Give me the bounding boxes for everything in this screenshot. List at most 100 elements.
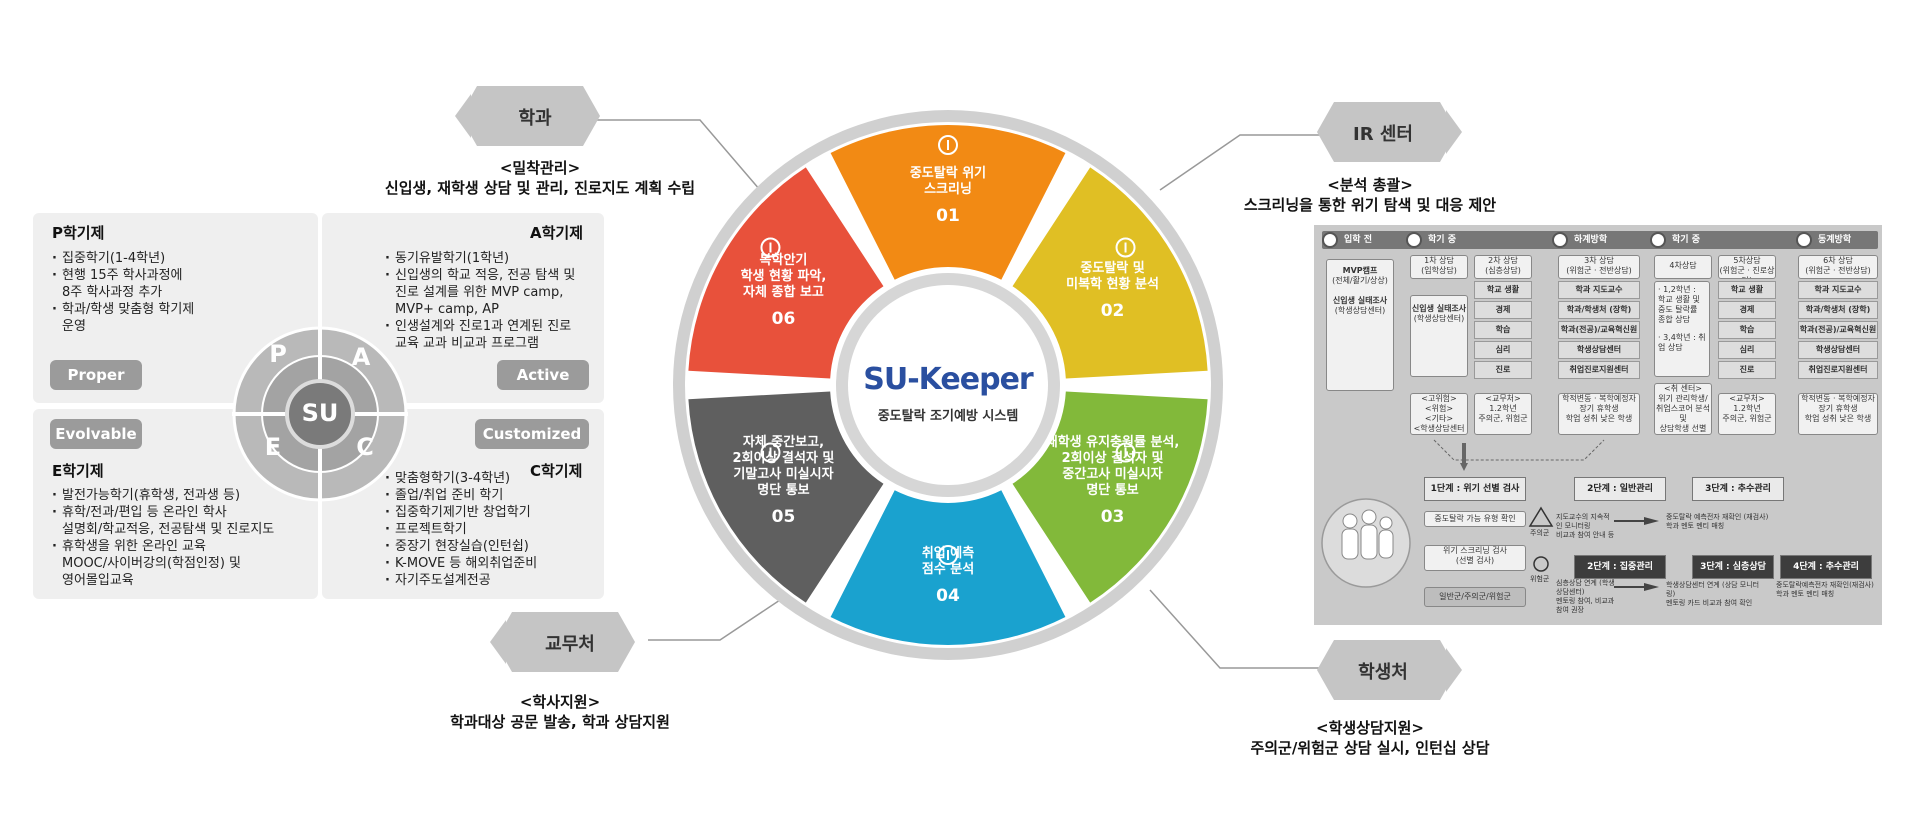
stage-3-follow: 3단계 : 추수관리 bbox=[1692, 477, 1784, 501]
wheel-segment-text: 2회이상 결석자 및 bbox=[1062, 450, 1164, 466]
counsel-5-box: 5차상담 (위험군 · 진로상담) bbox=[1718, 255, 1776, 279]
list-item: 졸업/취업 준비 학기 bbox=[385, 487, 600, 504]
mvp-camp-sub: (전체/활기/상상) bbox=[1332, 276, 1388, 285]
wheel-segment-06 bbox=[688, 167, 884, 379]
counsel-1-sub: (입학상담) bbox=[1421, 266, 1457, 275]
desc-center-link: 학생상담센터 연계 (상담 모니터링) 멘토링 카드 비교과 참여 확인 bbox=[1666, 581, 1760, 607]
note-grade-12: · 1,2학년 : 학교 생활 및 중도 탈락률 종합 상담 · 3,4학년 :… bbox=[1654, 281, 1710, 377]
item-psychology-2: 심리 bbox=[1718, 341, 1776, 359]
active-badge: Active bbox=[497, 360, 589, 390]
note-academic-office-2: <교무처> 1.2학년 주의군, 위험군 bbox=[1718, 393, 1776, 435]
phone-icon bbox=[760, 237, 781, 258]
list-item: 동기유발학기(1학년) bbox=[385, 250, 600, 267]
dept-caption-title: <밀착관리> bbox=[499, 159, 581, 177]
pace-letter-p: P bbox=[269, 340, 287, 368]
stage-3-deep: 3단계 : 심층상담 bbox=[1692, 555, 1774, 579]
note-return-students-2: 학적변동 · 복학예정자 장기 휴학생 학업 성취 낮은 학생 bbox=[1798, 393, 1878, 435]
counsel-5-label: 5차상담 bbox=[1733, 256, 1761, 265]
row-groups: 일반군/주의군/위험군 bbox=[1424, 587, 1526, 607]
item-career-center-2: 취업진로지원센터 bbox=[1798, 361, 1878, 379]
stage-1-screening: 1단계 : 위기 선별 검사 bbox=[1424, 477, 1526, 501]
note-risk-groups: <고위험> <위험> <기타> <학생상담센터> bbox=[1410, 393, 1468, 435]
flow-dot bbox=[1552, 232, 1568, 248]
wheel-segment-number: 05 bbox=[772, 507, 796, 527]
counsel-6-box: 6차 상담 (위험군 · 전반상담) bbox=[1798, 255, 1878, 279]
item-advisor-2: 학과 지도교수 bbox=[1798, 281, 1878, 299]
ir-caption: <분석 총괄> 스크리닝을 통한 위기 탐색 및 대응 제안 bbox=[1200, 175, 1540, 215]
list-item: K-MOVE 등 해외취업준비 bbox=[385, 555, 600, 572]
wheel-segment-text: 자체 중간보고, bbox=[743, 434, 824, 450]
wheel-segment-text: 취업 예측 bbox=[922, 545, 974, 561]
a-semester-list: 동기유발학기(1학년) 신입생의 학교 적응, 전공 탐색 및 진로 설계를 위… bbox=[385, 250, 600, 352]
item-counseling-center-2: 학생상담센터 bbox=[1798, 341, 1878, 359]
evolvable-badge: Evolvable bbox=[50, 419, 142, 449]
student-caption-title: <학생상담지원> bbox=[1316, 719, 1424, 737]
wheel-segment-text: 중도탈락 위기 bbox=[910, 166, 986, 181]
note-grade-34-text: · 3,4학년 : 취업 상담 bbox=[1658, 333, 1706, 352]
counsel-4-box: 4차상담 bbox=[1654, 255, 1712, 279]
counsel-4-label: 4차상담 bbox=[1669, 261, 1697, 270]
desc-retest: 중도탈락 예측전자 재확인 (재검사) 학과 멘토 멘티 매칭 bbox=[1666, 513, 1769, 530]
e-semester-list: 발전가능학기(휴학생, 전과생 등) 휴학/전과/편입 등 온라인 학사 설명회… bbox=[52, 487, 312, 589]
target-icon bbox=[1115, 237, 1136, 258]
wheel-segment-number: 03 bbox=[1101, 507, 1125, 527]
stage-2-intensive: 2단계 : 집중관리 bbox=[1574, 555, 1666, 579]
a-semester-title: A학기제 bbox=[530, 224, 584, 242]
wheel-segment-number: 06 bbox=[772, 309, 796, 329]
counsel-1-box: 1차 상담 (입학상담) bbox=[1410, 255, 1468, 279]
item-scholarship: 학과/학생처 (장학) bbox=[1558, 301, 1640, 319]
pace-letter-e: E bbox=[264, 433, 282, 461]
row-dropout-type: 중도탈락 가능 유형 확인 bbox=[1424, 511, 1526, 527]
desc-deep-counsel: 심층상담 연계 (학생상담센터) 멘토링 참여, 비교과 참여 권장 bbox=[1556, 579, 1615, 614]
su-keeper-subtitle: 중도탈락 조기예방 시스템 bbox=[877, 409, 1019, 424]
counsel-5-sub: (위험군 · 진로상담) bbox=[1719, 266, 1775, 278]
pace-center-label: SU bbox=[301, 399, 339, 427]
list-item: 휴학생을 위한 온라인 교육 MOOC/사이버강의(학점인정) 및 영어몰입교육 bbox=[52, 538, 312, 589]
list-item: 신입생의 학교 적응, 전공 탐색 및 진로 설계를 위한 MVP camp, … bbox=[385, 267, 600, 318]
flow-header-semester1: 학기 중 bbox=[1406, 231, 1566, 249]
wheel-segment-text: 명단 통보 bbox=[757, 482, 809, 498]
wheel-segment-03 bbox=[1012, 391, 1208, 603]
item-counseling-center: 학생상담센터 bbox=[1558, 341, 1640, 359]
item-study: 학습 bbox=[1474, 321, 1532, 339]
desc-advisor-monitoring: 지도교수의 지속적인 모니터링 비교과 참여 안내 등 bbox=[1556, 513, 1615, 539]
academic-tag-label: 교무처 bbox=[545, 634, 595, 655]
wheel-segment-02 bbox=[1012, 167, 1208, 379]
dept-caption: <밀착관리> 신입생, 재학생 상담 및 관리, 진로지도 계획 수립 bbox=[370, 158, 710, 198]
item-career-2: 진로 bbox=[1718, 361, 1776, 379]
list-item: 자기주도설계전공 bbox=[385, 572, 600, 589]
wheel-segment-01 bbox=[830, 124, 1066, 280]
academic-caption-title: <학사지원> bbox=[519, 693, 601, 711]
student-tag bbox=[1317, 640, 1462, 700]
wheel-segment-text: 점수 분석 bbox=[922, 562, 974, 577]
counsel-2-label: 2차 상담 bbox=[1488, 256, 1518, 265]
note-career-center: <취 센터> 위기 관리학생/ 취업스코어 분석 및 상담학생 선별 bbox=[1654, 383, 1712, 435]
su-keeper-title: SU-Keeper bbox=[863, 362, 1033, 397]
student-tag-label: 학생처 bbox=[1358, 662, 1408, 683]
wheel-segment-text: 복학안기 bbox=[760, 252, 808, 268]
wheel-segment-number: 01 bbox=[936, 206, 960, 226]
list-item: 중장기 현장실습(인턴쉽) bbox=[385, 538, 600, 555]
dept-tag bbox=[455, 86, 600, 146]
item-career-center: 취업진로지원센터 bbox=[1558, 361, 1640, 379]
bulb-icon bbox=[938, 545, 958, 565]
academic-tag bbox=[490, 612, 635, 672]
stage-2-general: 2단계 : 일반관리 bbox=[1574, 477, 1666, 501]
ir-tag-label: IR 센터 bbox=[1353, 124, 1413, 145]
flow-header-summer: 하계방학 bbox=[1552, 231, 1664, 249]
wheel-segment-text: 명단 통보 bbox=[1086, 482, 1138, 498]
item-school-life-2: 학교 생활 bbox=[1718, 281, 1776, 299]
list-item: 발전가능학기(휴학생, 전과생 등) bbox=[52, 487, 312, 504]
flow-dot bbox=[1796, 232, 1812, 248]
flow-header-pre: 입학 전 bbox=[1322, 231, 1414, 249]
new-student-survey: 신입생 실태조사 bbox=[1332, 296, 1388, 305]
note-academic-office: <교무처> 1.2학년 주의군, 위험군 bbox=[1474, 393, 1532, 435]
item-psychology: 심리 bbox=[1474, 341, 1532, 359]
survey-box: 신입생 실태조사 (학생상담센터) bbox=[1410, 295, 1468, 377]
note-return-students: 학적변동 · 복학예정자 장기 휴학생 학업 성취 낮은 학생 bbox=[1558, 393, 1640, 435]
academic-caption: <학사지원> 학과대상 공문 발송, 학과 상담지원 bbox=[390, 692, 730, 732]
dept-caption-text: 신입생, 재학생 상담 및 관리, 진로지도 계획 수립 bbox=[384, 179, 696, 197]
item-economy: 경제 bbox=[1474, 301, 1532, 319]
pace-circle bbox=[232, 326, 408, 502]
